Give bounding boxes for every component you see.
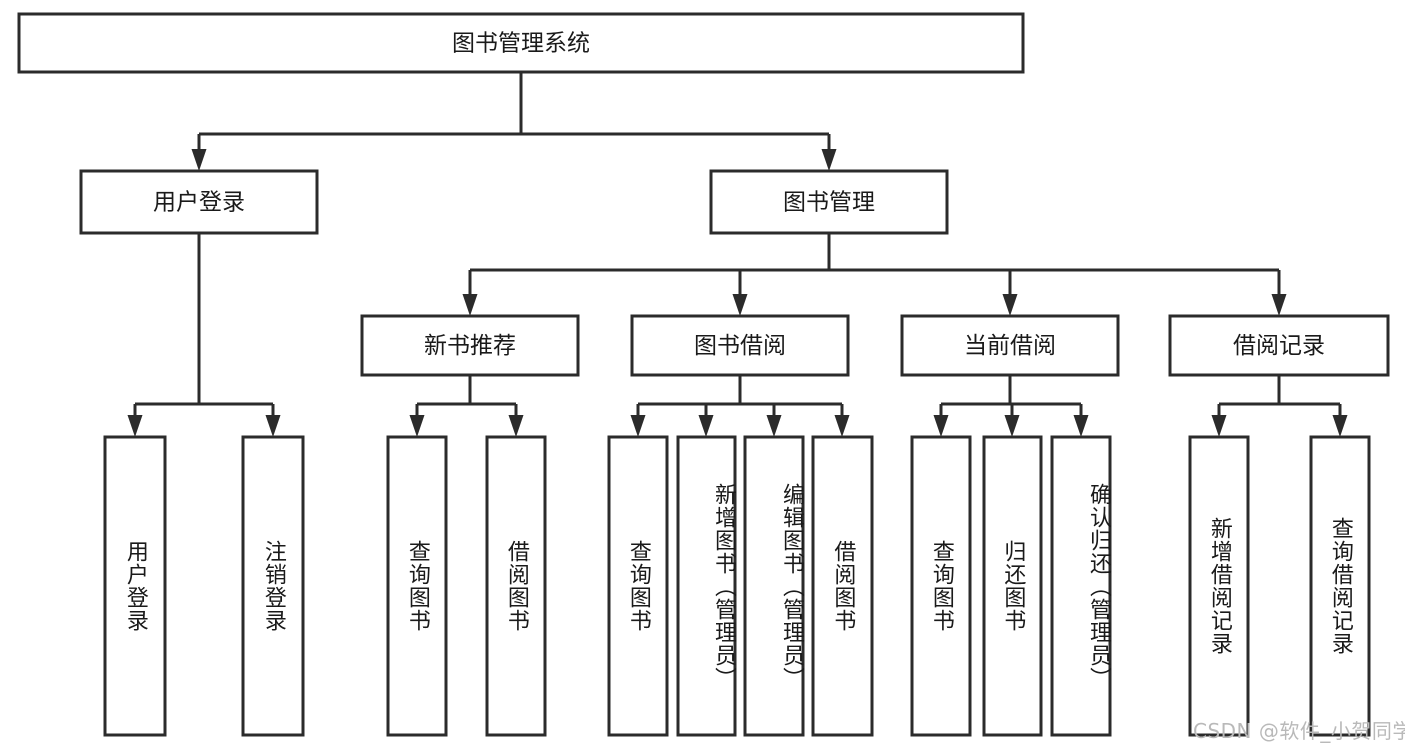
level3-node-3[interactable]: 借阅记录 — [1168, 314, 1390, 377]
level3-label-3: 借阅记录 — [1233, 333, 1325, 359]
leaf-box-2[interactable] — [386, 435, 448, 737]
leaf-box-12[interactable] — [1309, 435, 1371, 737]
level3-box-0[interactable] — [360, 314, 580, 377]
level3-box-1[interactable] — [630, 314, 850, 377]
leaf-box-4[interactable] — [607, 435, 669, 737]
level3-label-0: 新书推荐 — [424, 333, 516, 359]
group-2-drop-0-arrowhead — [630, 415, 646, 437]
leaf-box-0[interactable] — [103, 435, 167, 737]
group-3-drop-0-arrowhead — [933, 415, 949, 437]
level2-label-1: 图书管理 — [783, 190, 875, 216]
level3-node-2[interactable]: 当前借阅 — [900, 314, 1120, 377]
group-2-drop-2-arrowhead — [766, 415, 782, 437]
leaf-box-5[interactable] — [676, 435, 737, 737]
root-drop-0-arrowhead — [191, 149, 207, 171]
group-4-drop-0-arrowhead — [1211, 415, 1227, 437]
leaf-box-7[interactable] — [811, 435, 874, 737]
csdn-watermark: CSDN @软件_小贺同学 — [1193, 719, 1405, 743]
group-3-drop-1-arrowhead — [1004, 415, 1020, 437]
mgmt-drop-0-arrowhead — [462, 294, 478, 316]
level3-box-3[interactable] — [1168, 314, 1390, 377]
leaf-box-6[interactable] — [743, 435, 805, 737]
group-0-drop-1-arrowhead — [265, 415, 281, 437]
group-1-drop-1-arrowhead — [508, 415, 524, 437]
leaf-box-3[interactable] — [485, 435, 547, 737]
mgmt-drop-2-arrowhead — [1002, 294, 1018, 316]
level2-node-0[interactable]: 用户登录 — [79, 169, 319, 235]
level2-node-1[interactable]: 图书管理 — [709, 169, 949, 235]
level3-label-2: 当前借阅 — [964, 333, 1056, 359]
group-0-drop-0-arrowhead — [127, 415, 143, 437]
root-drop-1-arrowhead — [821, 149, 837, 171]
root-box-0[interactable] — [17, 12, 1025, 74]
group-2-drop-1-arrowhead — [698, 415, 714, 437]
root-node-0[interactable]: 图书管理系统 — [17, 12, 1025, 74]
level3-label-1: 图书借阅 — [694, 333, 786, 359]
leaf-box-8[interactable] — [910, 435, 972, 737]
level3-node-1[interactable]: 图书借阅 — [630, 314, 850, 377]
leaf-box-11[interactable] — [1188, 435, 1250, 737]
level3-box-2[interactable] — [900, 314, 1120, 377]
leaf-box-9[interactable] — [982, 435, 1043, 737]
level3-node-0[interactable]: 新书推荐 — [360, 314, 580, 377]
root-label-0: 图书管理系统 — [452, 31, 590, 57]
mgmt-drop-3-arrowhead — [1271, 294, 1287, 316]
level2-box-1[interactable] — [709, 169, 949, 235]
mgmt-drop-1-arrowhead — [732, 294, 748, 316]
group-1-drop-0-arrowhead — [409, 415, 425, 437]
leaf-box-10[interactable] — [1050, 435, 1112, 737]
level2-label-0: 用户登录 — [153, 190, 245, 216]
group-4-drop-1-arrowhead — [1332, 415, 1348, 437]
group-2-drop-3-arrowhead — [834, 415, 850, 437]
connectors-layer — [127, 72, 1348, 437]
group-3-drop-2-arrowhead — [1073, 415, 1089, 437]
leaf-box-1[interactable] — [241, 435, 305, 737]
level2-box-0[interactable] — [79, 169, 319, 235]
